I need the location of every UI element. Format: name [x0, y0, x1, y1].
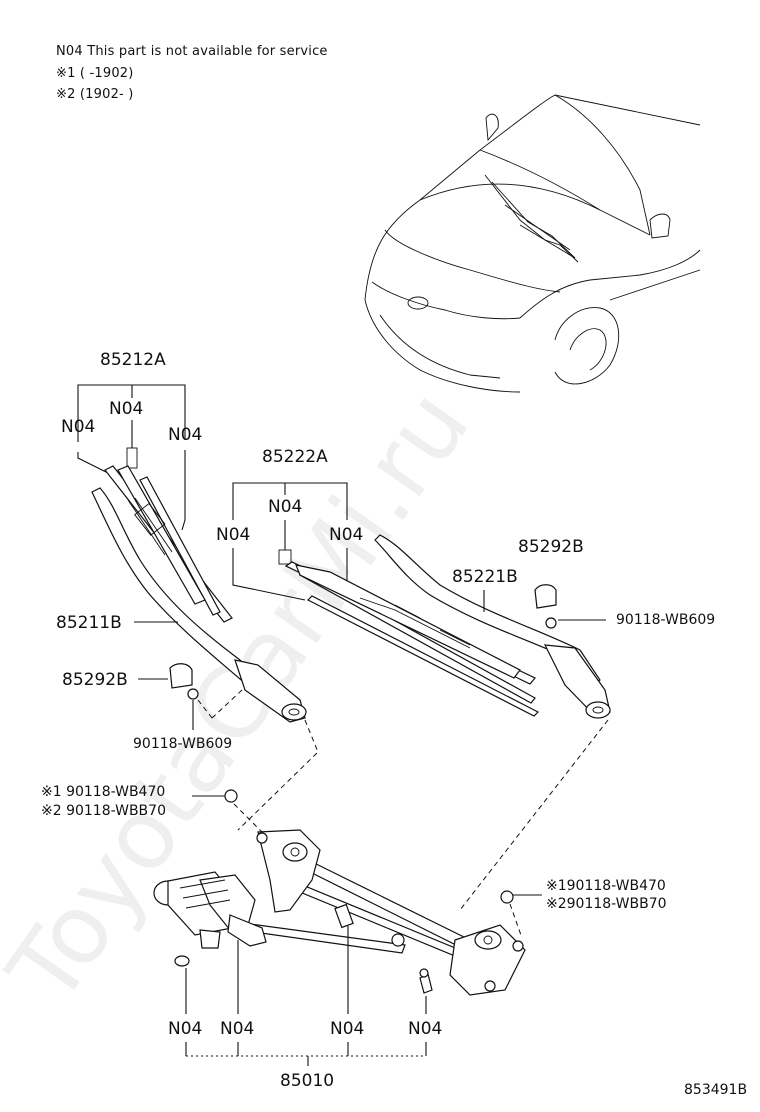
right-nut	[545, 617, 557, 629]
left-blade-strip	[139, 476, 221, 616]
note-not-available: N04 This part is not available for servi…	[56, 44, 328, 59]
right-blade	[295, 564, 521, 679]
note-period-2: ※2 (1902- )	[56, 87, 134, 102]
right-bolt	[500, 890, 514, 904]
label-90118-WB609-left: 90118-WB609	[133, 736, 232, 752]
left-wiper-group: 85212A N04 N04 N04 85211B 85292B 90118-W…	[56, 350, 307, 752]
wiper-motor	[153, 871, 267, 967]
label-n04-right-mid: N04	[268, 497, 302, 517]
label-n04-right-b: N04	[329, 525, 363, 545]
right-wiper-group: 85222A N04 N04 N04 85221B 85292B 90118-W…	[216, 447, 715, 719]
car-illustration	[364, 94, 701, 393]
grommet	[174, 955, 190, 967]
linkage-assembly: ※1 90118-WB470 ※2 90118-WBB70 ※190118-WB…	[41, 784, 667, 1091]
label-85292B-left: 85292B	[62, 670, 128, 690]
label-n04-bottom-3: N04	[330, 1019, 364, 1039]
label-n04-bottom-4: N04	[408, 1019, 442, 1039]
label-90118-WB609-right: 90118-WB609	[616, 612, 715, 628]
label-85221B: 85221B	[452, 567, 518, 587]
label-n04-bottom-2: N04	[220, 1019, 254, 1039]
right-pivot-bracket	[449, 924, 526, 996]
right-cap	[534, 584, 557, 609]
label-85010: 85010	[280, 1071, 334, 1091]
label-n04-bottom-1: N04	[168, 1019, 202, 1039]
label-85212A: 85212A	[100, 350, 166, 370]
left-blade	[117, 465, 206, 605]
left-bolt	[224, 789, 238, 803]
label-n04-left-b: N04	[168, 425, 202, 445]
left-cap	[169, 663, 193, 689]
right-wiper-arm	[374, 534, 601, 687]
label-85211B: 85211B	[56, 613, 122, 633]
label-85292B-right: 85292B	[518, 537, 584, 557]
note-period-1: ※1 ( -1902)	[56, 66, 134, 81]
connector-lines	[237, 719, 609, 911]
label-85222A: 85222A	[262, 447, 328, 467]
label-n04-left-a: N04	[61, 417, 95, 437]
left-pivot-bracket	[257, 829, 321, 913]
label-left-bolt-1: ※1 90118-WB470	[41, 784, 165, 800]
label-right-bolt-1: ※190118-WB470	[546, 878, 666, 894]
label-right-bolt-2: ※290118-WBB70	[546, 896, 667, 912]
figure-code: 853491B	[684, 1082, 747, 1098]
label-left-bolt-2: ※2 90118-WBB70	[41, 803, 166, 819]
left-nut	[187, 688, 199, 700]
label-n04-right-a: N04	[216, 525, 250, 545]
label-n04-left-mid: N04	[109, 399, 143, 419]
